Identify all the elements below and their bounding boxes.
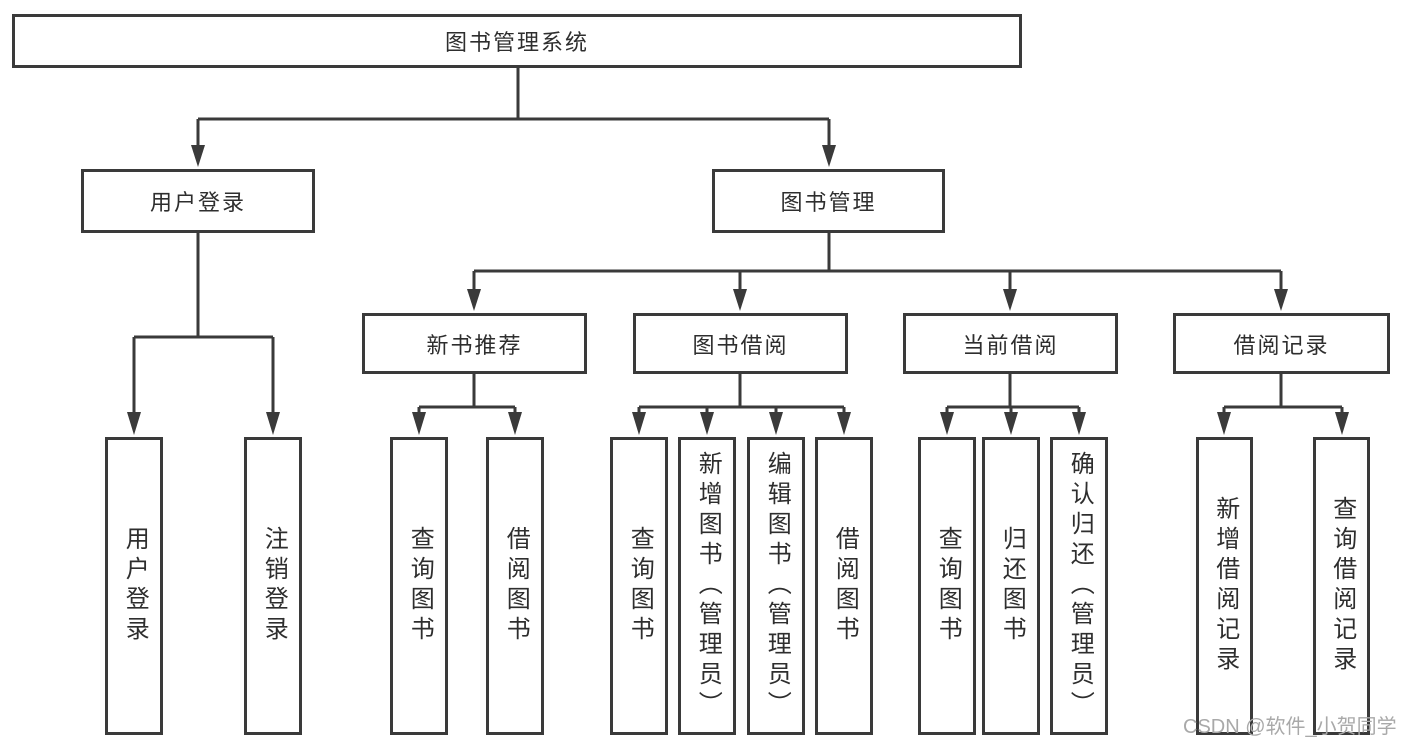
leaf-br-add-record: 新增借阅记录 [1196,437,1253,735]
leaf-br-query-record: 查询借阅记录 [1313,437,1370,735]
node-user-login: 用户登录 [81,169,315,233]
leaf-bb-borrow-books-label: 借阅图书 [831,526,859,646]
root-node-library-management-system: 图书管理系统 [12,14,1022,68]
leaf-br-add-record-label: 新增借阅记录 [1211,496,1239,676]
leaf-bb-edit-book-admin: 编辑图书（管理员） [747,437,805,735]
leaf-bb-borrow-books: 借阅图书 [815,437,873,735]
leaf-nb-query-books: 查询图书 [390,437,448,735]
node-book-borrowing-label: 图书借阅 [692,332,789,358]
watermark: CSDN @软件_小贺同学 [1183,716,1397,738]
node-new-book-recommendation: 新书推荐 [362,313,587,374]
leaf-bb-add-book-admin-label: 新增图书（管理员） [694,451,722,721]
leaf-cb-return-books-label: 归还图书 [998,526,1026,646]
root-node-label: 图书管理系统 [444,30,589,55]
leaf-cb-query-books-label: 查询图书 [934,526,962,646]
node-user-login-label: 用户登录 [149,190,246,215]
leaf-br-query-record-label: 查询借阅记录 [1328,496,1356,676]
connector-lines [132,68,1344,414]
leaf-cb-query-books: 查询图书 [918,437,976,735]
leaf-bb-edit-book-admin-label: 编辑图书（管理员） [763,451,791,721]
leaf-user-login-label: 用户登录 [121,526,149,646]
leaf-nb-borrow-books: 借阅图书 [486,437,544,735]
leaf-bb-query-books-label: 查询图书 [626,526,654,646]
leaf-bb-add-book-admin: 新增图书（管理员） [678,437,736,735]
node-current-borrowing: 当前借阅 [903,313,1118,374]
leaf-cb-return-books: 归还图书 [982,437,1040,735]
leaf-cb-confirm-return-admin-label: 确认归还（管理员） [1066,451,1094,721]
leaf-user-login: 用户登录 [105,437,163,735]
leaf-logout: 注销登录 [244,437,302,735]
node-borrowing-records-label: 借阅记录 [1233,332,1330,358]
node-book-borrowing: 图书借阅 [633,313,848,374]
leaf-bb-query-books: 查询图书 [610,437,668,735]
node-current-borrowing-label: 当前借阅 [962,332,1059,358]
node-book-management: 图书管理 [712,169,945,233]
leaf-nb-query-books-label: 查询图书 [406,526,434,646]
leaf-cb-confirm-return-admin: 确认归还（管理员） [1050,437,1108,735]
node-book-management-label: 图书管理 [780,190,877,215]
leaf-logout-label: 注销登录 [260,526,288,646]
leaf-nb-borrow-books-label: 借阅图书 [502,526,530,646]
node-new-book-recommendation-label: 新书推荐 [426,332,523,358]
arrow-down-icons [127,145,1349,435]
node-borrowing-records: 借阅记录 [1173,313,1390,374]
